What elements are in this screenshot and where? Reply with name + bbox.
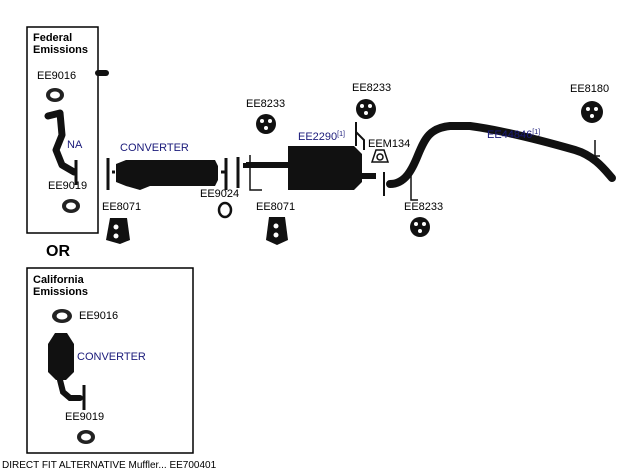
converter-body [116,160,218,190]
mid-hanger-icon [266,217,288,245]
muffler-label: EE2290[1] [298,131,345,143]
federal-top-gasket-label: EE9016 [37,70,76,82]
california-top-gasket-label: EE9016 [79,310,118,322]
federal-top-gasket-icon [46,88,64,102]
california-title-line1: California [33,274,85,286]
tail-hanger-label: EE8180 [570,83,609,95]
federal-title-line1: Federal [33,32,72,44]
top-hanger-right-icon [356,99,376,119]
california-bottom-gasket-icon [77,430,95,444]
federal-pipe-label: NA [67,139,83,151]
top-hanger-right-label: EE8233 [352,82,391,94]
tailpipe [386,122,616,188]
converter-label: CONVERTER [120,142,189,154]
converter-hanger-icon [106,218,130,244]
clamp-icon [370,149,390,163]
federal-bottom-gasket-icon [62,199,80,213]
tailpipe-label: EE44846[1] [487,129,540,141]
federal-bottom-gasket-label: EE9019 [48,180,87,192]
california-converter-icon [48,333,83,401]
clamp-label: EEM134 [368,138,410,150]
california-emissions-box: California Emissions EE9016 CONVERTER EE… [26,267,194,454]
muffler-hanger-rod [355,122,365,150]
california-box-border [26,267,194,454]
top-hanger-left-icon [256,114,276,134]
gasket-ring-label: EE9024 [200,188,239,200]
converter-assembly [106,158,228,190]
diagram-caption: DIRECT FIT ALTERNATIVE Muffler... EE7004… [2,460,217,471]
federal-box-border [26,26,99,234]
california-top-gasket-icon [52,309,72,323]
california-bottom-gasket-label: EE9019 [65,411,104,423]
california-converter-label: CONVERTER [77,351,146,363]
mid-hanger-label: EE8071 [256,201,295,213]
intermediate-pipe [236,155,288,191]
california-title-line2: Emissions [33,286,88,298]
muffler-body [288,146,362,190]
tailpipe-rear-hanger-rod [594,140,600,157]
converter-hanger-label: EE8071 [102,201,141,213]
gasket-ring-icon [217,201,233,219]
federal-title-line2: Emissions [33,44,88,56]
lower-hanger-icon [410,217,430,237]
tailpipe-hanger-rod [410,175,418,201]
top-hanger-left-label: EE8233 [246,98,285,110]
lower-hanger-label: EE8233 [404,201,443,213]
federal-emissions-box: Federal Emissions EE9016 NA EE9019 [26,26,99,234]
or-label: OR [46,243,70,260]
tail-hanger-icon [581,101,603,123]
federal-down-pipe [44,109,78,176]
